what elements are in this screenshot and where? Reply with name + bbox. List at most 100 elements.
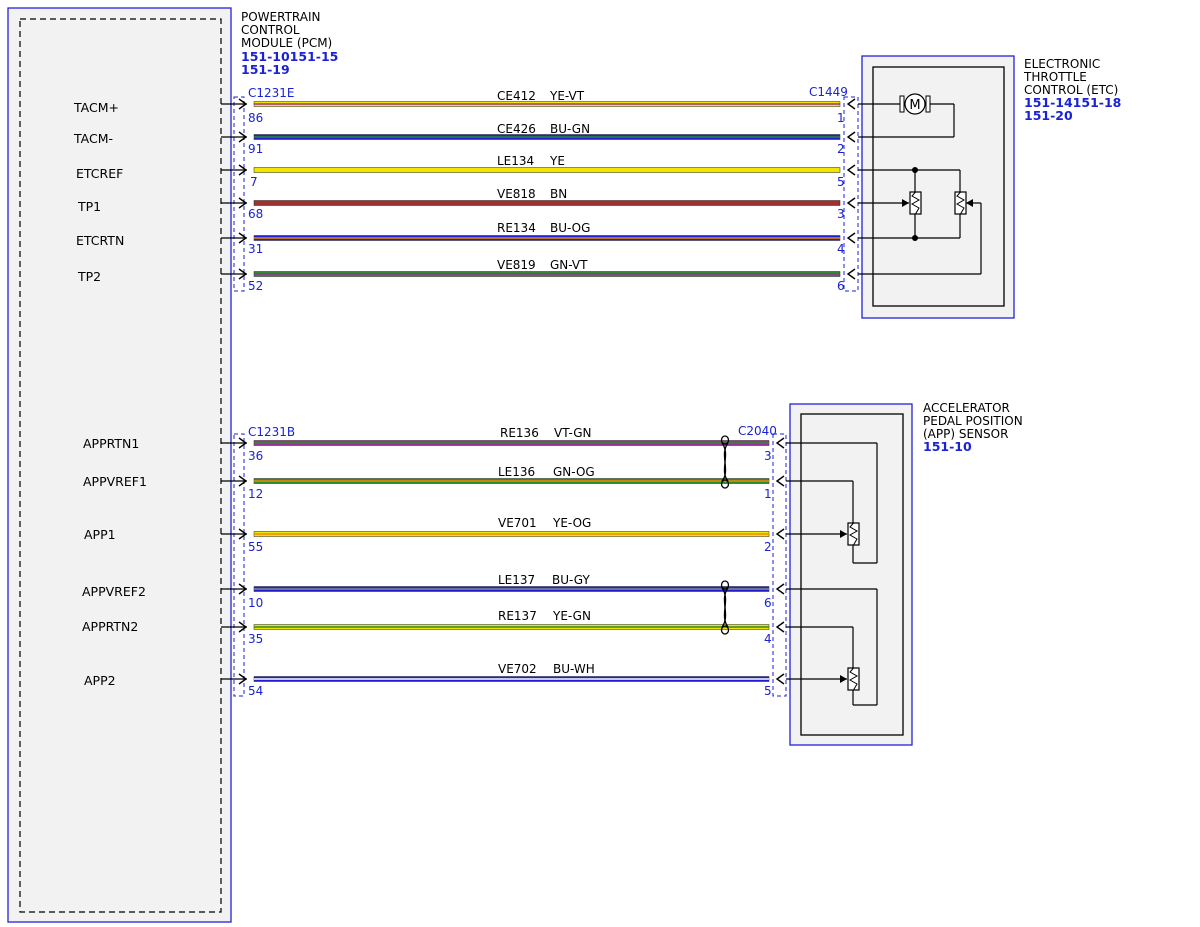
device-pin-number: 3 [764, 449, 772, 463]
wire-color-code: GN-OG [553, 465, 595, 479]
device-pin-arrow-icon [775, 528, 785, 540]
pcm-signal-label: APPRTN2 [82, 619, 138, 634]
pcm-pin-arrow-icon [238, 98, 248, 110]
etc-internal-wiring [858, 103, 982, 275]
wire-color-code: BU-GN [550, 122, 590, 136]
circuit-row: ETCRTN RE134 BU-OG 31 4 [76, 221, 856, 256]
pcm-pin-number: 35 [248, 632, 263, 646]
pcm-pin-arrow-icon [238, 131, 248, 143]
connector-label-c1231e[interactable]: C1231E [248, 86, 295, 100]
pcm-signal-label: TP1 [77, 199, 101, 214]
pcm-pin-number: 52 [248, 279, 263, 293]
wire-color-code: YE-GN [552, 609, 591, 623]
circuit-number: CE412 [497, 89, 536, 103]
etc-motor-label: M [909, 98, 920, 113]
wire-color-code: VT-GN [554, 426, 591, 440]
circuit-row: TP1 VE818 BN 68 3 [77, 187, 856, 221]
circuit-number: LE136 [498, 465, 535, 479]
app-sensor1-potentiometer-icon [847, 522, 860, 546]
twisted-pair-icon [720, 435, 730, 489]
pcm-pin-arrow-icon [238, 528, 248, 540]
pcm-pin-number: 31 [248, 242, 263, 256]
wire-color-code: BU-WH [553, 662, 595, 676]
device-pin-number: 2 [764, 540, 772, 554]
app-internal-wiring [786, 442, 878, 706]
pcm-ref-link-2[interactable]: 151-19 [241, 62, 290, 77]
etc-wiper-arrow-icon [966, 199, 973, 207]
circuit-row: TACM+ CE412 YE-VT 86 1 [73, 89, 856, 125]
etc-title-line-3: CONTROL (ETC) [1024, 83, 1118, 97]
connector-label-c1449[interactable]: C1449 [809, 85, 848, 99]
pcm-signal-label: APPVREF2 [82, 584, 146, 599]
circuit-row: ETCREF LE134 YE 7 5 [76, 154, 856, 189]
etc-connector-dashed [843, 96, 859, 292]
device-pin-arrow-icon [775, 437, 785, 449]
circuit-row: APPVREF2 LE137 BU-GY 10 6 [82, 573, 785, 610]
pcm-title-line-2: CONTROL [241, 23, 300, 37]
circuit-row: TP2 VE819 GN-VT 52 6 [77, 258, 856, 293]
device-pin-arrow-icon [775, 673, 785, 685]
app-wiper-arrow-icon [840, 675, 847, 683]
app-wiper-arrow-icon [840, 530, 847, 538]
pcm-title-line-3: MODULE (PCM) [241, 36, 332, 50]
etc-outer-frame [861, 55, 1015, 319]
pcm-pin-arrow-icon [238, 437, 248, 449]
etc-ref-link-2[interactable]: 151-20 [1024, 108, 1073, 123]
circuit-number: RE137 [498, 609, 537, 623]
pcm-signal-label: APPVREF1 [83, 474, 147, 489]
pcm-module: POWERTRAIN CONTROL MODULE (PCM) 151-1015… [7, 7, 338, 923]
pcm-pin-number: 36 [248, 449, 263, 463]
circuit-row: APPRTN1 RE136 VT-GN 36 3 [83, 426, 785, 463]
device-pin-arrow-icon [775, 475, 785, 487]
app-sensor: ACCELERATOR PEDAL POSITION (APP) SENSOR … [772, 401, 1023, 746]
pcm-pin-number: 7 [250, 175, 258, 189]
circuit-number: VE701 [498, 516, 537, 530]
pcm-signal-label: ETCRTN [76, 233, 124, 248]
pcm-ref-link-1[interactable]: 151-10151-15 [241, 49, 338, 64]
device-pin-number: 1 [764, 487, 772, 501]
circuit-row: APPVREF1 LE136 GN-OG 12 1 [83, 465, 785, 501]
etc-wiper-arrow-icon [902, 199, 909, 207]
etc-ref-link-1[interactable]: 151-14151-18 [1024, 95, 1121, 110]
etc-device: ELECTRONIC THROTTLE CONTROL (ETC) 151-14… [843, 55, 1121, 319]
connector-label-c2040[interactable]: C2040 [738, 424, 777, 438]
etc-title-line-2: THROTTLE [1023, 70, 1087, 84]
wire-le134[interactable] [253, 167, 841, 173]
circuit-number: LE137 [498, 573, 535, 587]
circuit-number: RE136 [500, 426, 539, 440]
circuit-number: RE134 [497, 221, 536, 235]
wire-color-code: YE [549, 154, 565, 168]
wire-color-code: YE-VT [549, 89, 585, 103]
pcm-pin-number: 91 [248, 142, 263, 156]
pcm-outer-frame [7, 7, 232, 923]
device-pin-number: 1 [837, 111, 845, 125]
pcm-pin-number: 10 [248, 596, 263, 610]
pcm-signal-label: APPRTN1 [83, 436, 139, 451]
pcm-pin-number: 68 [248, 207, 263, 221]
pcm-signal-label: APP2 [84, 673, 116, 688]
device-pin-arrow-icon [846, 98, 856, 110]
connector-label-c1231b[interactable]: C1231B [248, 425, 295, 439]
pcm-pin-arrow-icon [238, 621, 248, 633]
app-connector-dashed [772, 433, 787, 697]
device-pin-arrow-icon [775, 583, 785, 595]
app-title-line-1: ACCELERATOR [923, 401, 1010, 415]
device-pin-number: 4 [764, 632, 772, 646]
pcm-connector-dashed-bottom [233, 433, 245, 697]
pcm-pin-number: 12 [248, 487, 263, 501]
device-pin-number: 4 [837, 242, 845, 256]
circuit-number: VE819 [497, 258, 536, 272]
pcm-pin-arrow-icon [238, 232, 248, 244]
etc-tp1-potentiometer-icon [909, 191, 922, 215]
etc-junction-dot [912, 235, 918, 241]
pcm-signal-label: ETCREF [76, 166, 123, 181]
circuit-number: CE426 [497, 122, 536, 136]
device-pin-number: 3 [837, 207, 845, 221]
wire-ve818[interactable] [253, 200, 841, 206]
pcm-pin-number: 86 [248, 111, 263, 125]
top-circuits: TACM+ CE412 YE-VT 86 1 TACM- CE426 BU-GN… [73, 89, 856, 293]
pcm-signal-label: TP2 [77, 269, 101, 284]
app-ref-link-1[interactable]: 151-10 [923, 439, 972, 454]
device-pin-number: 6 [764, 596, 772, 610]
etc-motor-icon: M [899, 93, 931, 115]
